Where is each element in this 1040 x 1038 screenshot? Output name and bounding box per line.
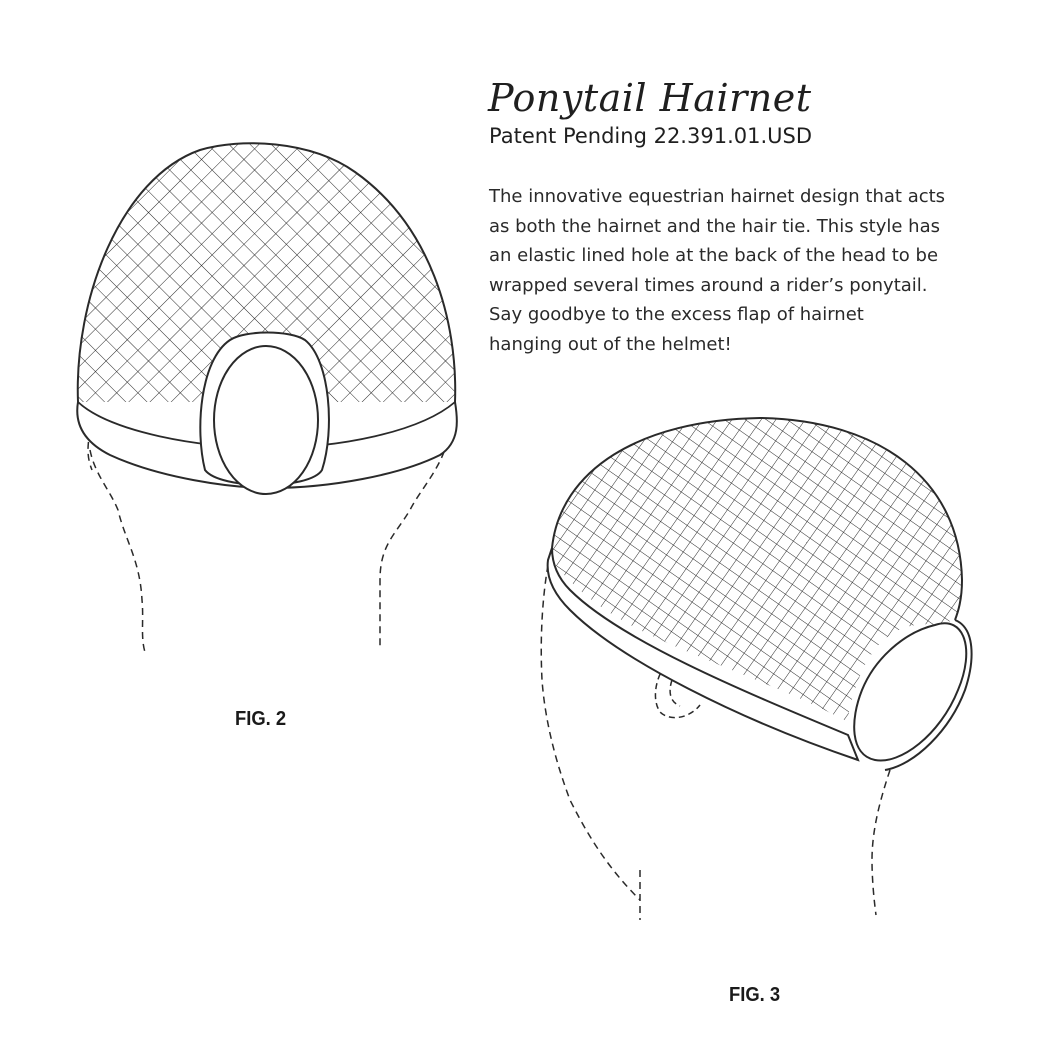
fig3-head-outline-left xyxy=(540,564,641,901)
patent-pending-text: Patent Pending 22.391.01.USD xyxy=(489,124,813,148)
description-line: wrapped several times around a rider’s p… xyxy=(489,274,928,296)
fig3-ponytail-hole xyxy=(853,622,968,762)
fig2-head-outline-left xyxy=(89,449,147,656)
description-line: as both the hairnet and the hair tie. Th… xyxy=(489,215,940,237)
description-line: The innovative equestrian hairnet design… xyxy=(489,186,946,207)
fig3-ear-outline xyxy=(654,664,701,719)
fig2-caption: FIG. 2 xyxy=(235,708,287,730)
fig2-head-outline-right xyxy=(379,439,449,650)
fig2-ponytail-hole xyxy=(213,345,319,495)
fig2-net-outline xyxy=(76,142,457,403)
product-description: The innovative equestrian hairnet design… xyxy=(489,182,1009,359)
fig3-drawing xyxy=(540,416,973,920)
fig3-elastic-band xyxy=(546,547,860,762)
product-title: Ponytail Hairnet xyxy=(488,76,812,120)
fig3-head-outline-right xyxy=(871,769,891,916)
fig3-caption: FIG. 3 xyxy=(729,984,781,1006)
description-line: Say goodbye to the excess flap of hairne… xyxy=(489,304,864,325)
description-line: an elastic lined hole at the back of the… xyxy=(489,245,939,266)
fig3-net-outline xyxy=(551,416,964,621)
description-line: hanging out of the helmet! xyxy=(489,333,732,355)
fig2-drawing xyxy=(76,142,458,656)
